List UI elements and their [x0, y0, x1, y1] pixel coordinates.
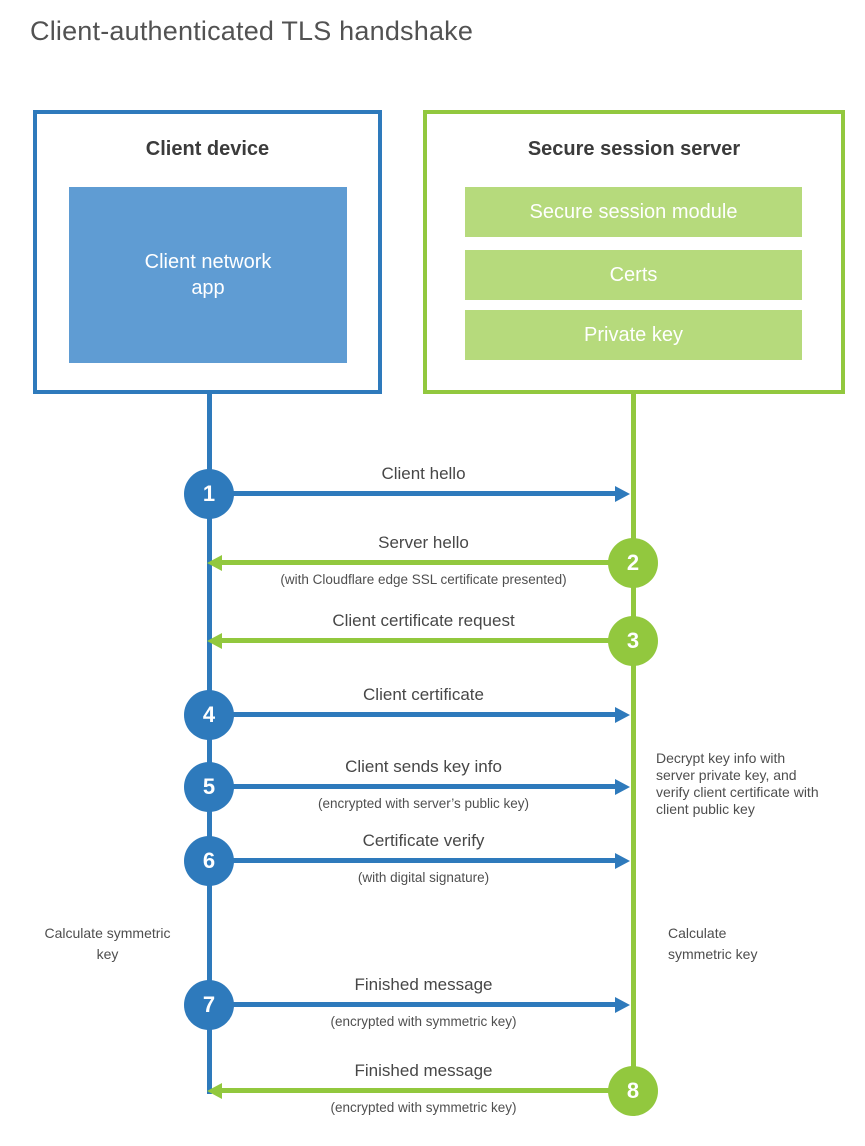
client-hello-label: Client hello	[381, 464, 466, 483]
finished-message-client-arrow	[232, 996, 630, 1013]
certificate-verify-label: Certificate verify	[362, 831, 485, 850]
server-bar-secure-session-module: Secure session module	[465, 187, 802, 237]
client-device-box: Client device Client network app	[33, 110, 382, 394]
client-certificate-request-label: Client certificate request	[332, 611, 515, 630]
secure-session-server-title: Secure session server	[527, 138, 741, 160]
step-circle-8: 8	[608, 1066, 658, 1116]
server-bar-certs: Certs	[465, 250, 802, 300]
client-key-info-arrow	[232, 778, 630, 795]
finished-message-client-subtext: (encrypted with symmetric key)	[330, 1014, 517, 1029]
step-number-3: 3	[626, 628, 640, 653]
finished-message-server-arrow	[207, 1082, 610, 1099]
server-hello-label: Server hello	[378, 533, 469, 552]
finished-message-client-label: Finished message	[354, 975, 493, 994]
server-calculate-symmetric-key-note: Calculate symmetric key	[668, 925, 758, 962]
client-key-info-subtext: (encrypted with server’s public key)	[317, 796, 530, 811]
server-bar-private-key: Private key	[465, 310, 802, 360]
client-certificate-request-arrow	[207, 632, 610, 649]
client-certificate-label: Client certificate	[363, 685, 484, 704]
client-key-info-label: Client sends key info	[345, 757, 502, 776]
step-number-2: 2	[626, 550, 640, 575]
step-number-8: 8	[626, 1078, 640, 1103]
server-lifeline	[631, 394, 636, 1092]
secure-session-server-box: Secure session server Secure session mod…	[423, 110, 845, 394]
step-number-5: 5	[202, 774, 216, 799]
page-title: Client-authenticated TLS handshake	[30, 16, 474, 46]
step-circle-2: 2	[608, 538, 658, 588]
step-number-7: 7	[202, 992, 216, 1017]
server-decrypt-note: Decrypt key info with server private key…	[656, 750, 819, 817]
step-number-6: 6	[202, 848, 216, 873]
step-circle-1: 1	[184, 469, 234, 519]
certificate-verify-arrow	[232, 852, 630, 869]
client-network-app-label: Client network app	[144, 251, 272, 299]
step-circle-7: 7	[184, 980, 234, 1030]
certificate-verify-subtext: (with digital signature)	[357, 870, 490, 885]
step-circle-5: 5	[184, 762, 234, 812]
server-hello-subtext: (with Cloudflare edge SSL certificate pr…	[280, 572, 567, 587]
client-calculate-symmetric-key-note: Calculate symmetric key	[44, 925, 171, 962]
client-device-title: Client device	[145, 138, 270, 160]
step-circle-6: 6	[184, 836, 234, 886]
finished-message-server-subtext: (encrypted with symmetric key)	[330, 1100, 517, 1115]
client-network-app-box: Client network app	[69, 187, 347, 363]
step-circle-3: 3	[608, 616, 658, 666]
client-hello-arrow	[232, 485, 630, 502]
server-hello-arrow	[207, 554, 610, 571]
step-number-1: 1	[202, 481, 216, 506]
client-certificate-arrow	[232, 706, 630, 723]
step-circle-4: 4	[184, 690, 234, 740]
client-lifeline	[207, 394, 212, 1094]
step-number-4: 4	[202, 702, 216, 727]
finished-message-server-label: Finished message	[354, 1061, 493, 1080]
